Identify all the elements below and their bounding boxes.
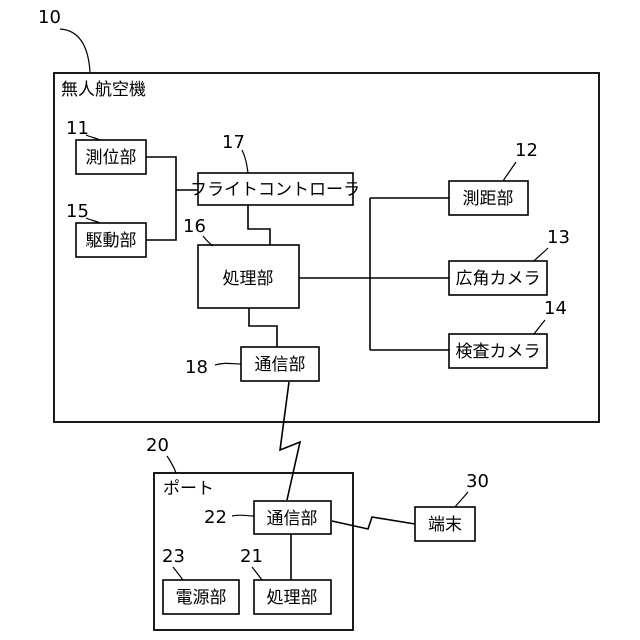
ref-20: 20 (146, 435, 169, 456)
box-terminal: 端末 (415, 507, 475, 541)
leader-13 (534, 248, 548, 261)
wireless-link-port-terminal (332, 517, 415, 529)
ref-11: 11 (66, 118, 89, 139)
box-drive: 駆動部 (76, 223, 146, 257)
ref-30: 30 (466, 471, 489, 492)
box-port-communication: 通信部 (254, 501, 331, 534)
leader-23 (173, 567, 183, 580)
drone-communication-label: 通信部 (255, 355, 306, 375)
power-label: 電源部 (176, 588, 227, 608)
flight-controller-label: フライトコントローラ (190, 180, 360, 200)
leader-21 (252, 567, 262, 580)
leader-17 (242, 150, 248, 173)
port-communication-label: 通信部 (267, 509, 318, 529)
box-drone-communication: 通信部 (241, 347, 319, 381)
leader-14 (534, 320, 545, 334)
ranging-label: 測距部 (463, 189, 514, 209)
box-processing: 処理部 (198, 245, 299, 308)
ref-12: 12 (515, 140, 538, 161)
ref-15: 15 (66, 201, 89, 222)
ref-10: 10 (38, 7, 61, 28)
positioning-label: 測位部 (86, 148, 137, 168)
drone-title: 無人航空機 (61, 80, 146, 100)
wide-camera-label: 広角カメラ (456, 269, 541, 289)
drive-label: 駆動部 (86, 231, 137, 251)
ref-13: 13 (547, 227, 570, 248)
port-processing-label: 処理部 (267, 588, 318, 608)
ref-21: 21 (240, 546, 263, 567)
box-port-processing: 処理部 (254, 580, 331, 614)
leader-20 (167, 456, 176, 473)
box-inspection-camera: 検査カメラ (449, 334, 547, 368)
box-flight-controller: フライトコントローラ (190, 173, 360, 205)
ref-17: 17 (222, 132, 245, 153)
box-wide-camera: 広角カメラ (449, 261, 547, 295)
port-title: ポート (163, 479, 214, 499)
ref-23: 23 (162, 546, 185, 567)
box-positioning: 測位部 (76, 140, 146, 174)
box-power: 電源部 (163, 580, 239, 614)
wireless-link-drone-port (280, 382, 300, 500)
leader-30 (455, 492, 468, 507)
leader-10 (60, 29, 90, 72)
ref-22: 22 (204, 507, 227, 528)
ref-14: 14 (544, 298, 567, 319)
leader-18 (215, 363, 241, 365)
terminal-label: 端末 (428, 515, 462, 535)
ref-18: 18 (185, 357, 208, 378)
inspection-camera-label: 検査カメラ (456, 342, 541, 362)
box-ranging: 測距部 (449, 181, 528, 215)
leader-12 (503, 162, 516, 181)
ref-16: 16 (183, 216, 206, 237)
processing-label: 処理部 (223, 269, 274, 289)
leader-22 (232, 515, 254, 516)
